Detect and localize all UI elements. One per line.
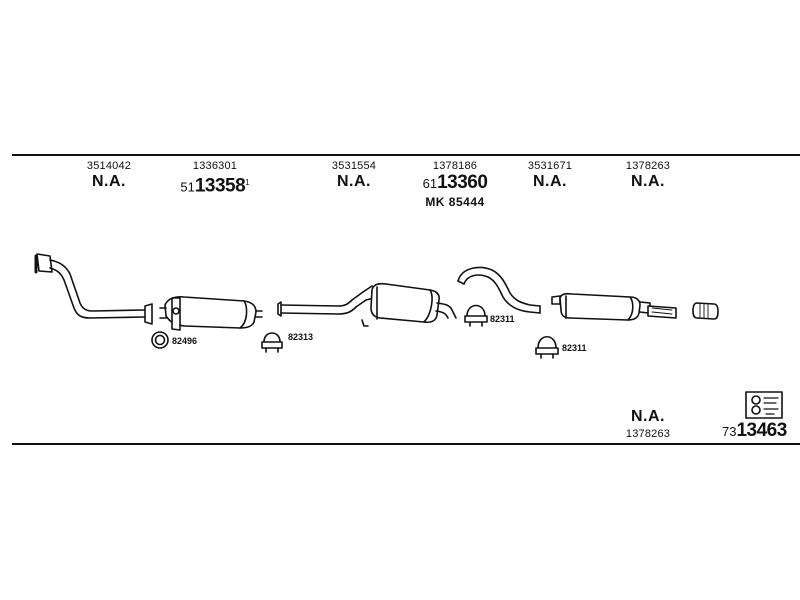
reference-number: 1378263 bbox=[625, 428, 671, 440]
part-column-2: 1336301 51133581 bbox=[160, 160, 270, 197]
part-number-suffix: 1 bbox=[245, 178, 250, 187]
u-bolt-clamp-82311-upper bbox=[464, 304, 488, 327]
part-number: 6113360 bbox=[400, 173, 510, 194]
reference-number: 1378263 bbox=[625, 160, 671, 172]
not-available-label: N.A. bbox=[337, 173, 371, 190]
intermediate-pipe bbox=[277, 285, 375, 317]
reference-number: 3514042 bbox=[86, 160, 132, 172]
part-column-5: 3531671 N.A. bbox=[505, 160, 595, 191]
part-column-3: 3531554 N.A. bbox=[309, 160, 399, 191]
clamp-part-number: 82311 bbox=[562, 343, 587, 353]
rear-silencer bbox=[551, 292, 677, 321]
reference-number: 3531671 bbox=[527, 160, 573, 172]
u-bolt-clamp-82311-lower bbox=[535, 335, 559, 359]
bent-pipe bbox=[457, 266, 541, 314]
part-number-main: 13358 bbox=[194, 175, 246, 197]
clamp-part-number: 82311 bbox=[490, 314, 515, 324]
not-available-label: N.A. bbox=[92, 173, 126, 190]
bottom-rule bbox=[12, 443, 800, 445]
reference-number: 1336301 bbox=[192, 160, 238, 172]
u-bolt-clamp-82313 bbox=[261, 332, 283, 353]
clamp-part-number: 82313 bbox=[288, 332, 314, 342]
centre-silencer bbox=[361, 282, 457, 327]
part-column-4: 1378186 6113360 MK 85444 bbox=[400, 160, 510, 210]
part-number: 51133581 bbox=[160, 173, 270, 197]
reference-number: 3531554 bbox=[331, 160, 377, 172]
footer-part-column: N.A. 1378263 bbox=[603, 408, 693, 441]
not-available-label: N.A. bbox=[533, 173, 567, 190]
kit-number-main: 13463 bbox=[736, 420, 787, 441]
part-number-prefix: 61 bbox=[422, 176, 438, 191]
reference-number: 1378186 bbox=[432, 160, 478, 172]
ring-clamp-82496 bbox=[151, 331, 169, 349]
part-column-6: 1378263 N.A. bbox=[603, 160, 693, 191]
top-rule bbox=[12, 154, 800, 156]
tail-trim bbox=[692, 302, 719, 320]
clamp-part-number: 82496 bbox=[172, 336, 198, 346]
front-downpipe bbox=[34, 253, 153, 325]
fitting-kit-icon bbox=[745, 391, 783, 419]
part-number-prefix: 51 bbox=[180, 179, 195, 195]
part-column-1: 3514042 N.A. bbox=[64, 160, 154, 191]
mounting-kit-number: MK 85444 bbox=[425, 195, 485, 209]
part-number-main: 13360 bbox=[437, 172, 488, 193]
kit-number-prefix: 73 bbox=[722, 424, 737, 439]
not-available-label: N.A. bbox=[631, 408, 665, 425]
not-available-label: N.A. bbox=[631, 173, 665, 190]
front-silencer bbox=[159, 295, 263, 331]
fitting-kit-number: 7313463 bbox=[722, 420, 787, 443]
